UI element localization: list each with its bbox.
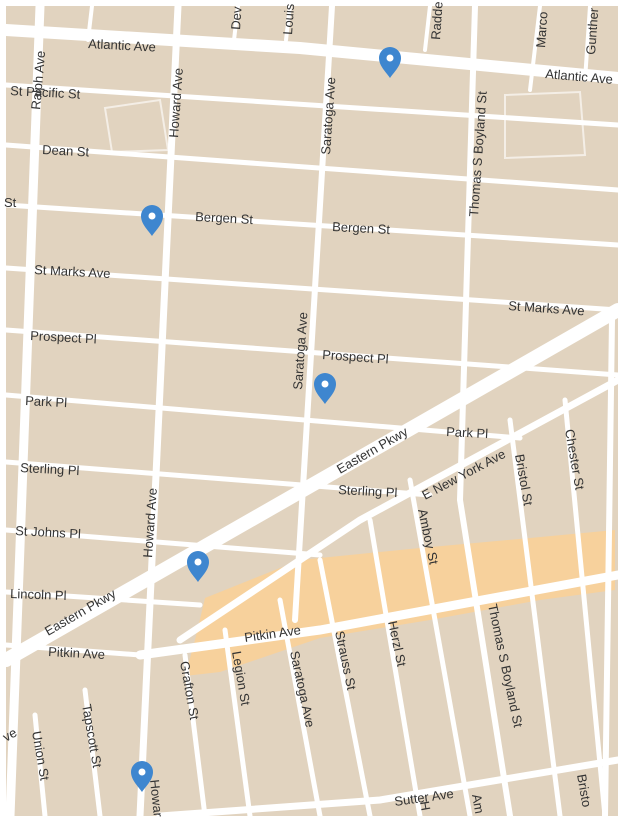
road-saratoga-ave xyxy=(292,3,335,623)
label-sterling-pl-w: Sterling Pl xyxy=(20,460,80,478)
road-sterling-pl xyxy=(3,459,433,498)
label-st-marks-ave-e: St Marks Ave xyxy=(508,298,585,318)
label-prospect-pl-e: Prospect Pl xyxy=(322,347,389,367)
road-st-johns-pl xyxy=(3,527,323,558)
label-howard-ave-mid: Howard Ave xyxy=(140,487,160,558)
label-howard-ave-s: Howar xyxy=(147,779,166,818)
label-herzl-st-s: H xyxy=(417,800,433,812)
pin-bergen[interactable] xyxy=(141,205,163,236)
label-bergen-st-w: Bergen St xyxy=(195,209,254,227)
map-pin-icon xyxy=(141,205,163,236)
pin-dot xyxy=(321,380,329,388)
label-pitkin-ave-w: Pitkin Ave xyxy=(48,644,106,662)
map-pin-icon xyxy=(379,47,401,78)
label-park-pl-w: Park Pl xyxy=(25,393,68,410)
label-saratoga-ave-n: Saratoga Ave xyxy=(318,77,338,156)
label-radde-fragment: Radde xyxy=(428,1,446,40)
label-marco-fragment: Marco xyxy=(533,11,550,48)
map-pins xyxy=(131,47,401,792)
park-outline-2 xyxy=(504,90,587,160)
road-thomas-boyland xyxy=(456,3,513,818)
road-park-pl xyxy=(3,392,523,441)
road-e-new-york-ave xyxy=(176,376,620,644)
road-short-1 xyxy=(86,4,94,42)
road-legion-st xyxy=(222,627,253,818)
label-saratoga-ave-mid: Saratoga Ave xyxy=(290,312,310,391)
label-park-pl-e: Park Pl xyxy=(446,424,489,441)
pin-howard-south[interactable] xyxy=(131,761,153,792)
road-radde xyxy=(423,4,432,52)
pin-saratoga-park[interactable] xyxy=(314,373,336,404)
map-pin-icon xyxy=(131,761,153,792)
road-herzl-st xyxy=(367,517,423,818)
road-bristol-st xyxy=(507,417,563,818)
label-ralph-ave: Ralph Ave xyxy=(28,50,48,110)
road-howard-ave xyxy=(136,2,182,818)
label-howard-ave-n: Howard Ave xyxy=(166,67,186,138)
pin-dot xyxy=(386,54,394,62)
road-marcon xyxy=(528,4,542,92)
label-atlantic-ave-w: Atlantic Ave xyxy=(88,36,156,55)
road-sutter-ave xyxy=(156,756,620,818)
label-atlantic-ave-e: Atlantic Ave xyxy=(545,66,614,87)
road-atlantic-ave xyxy=(0,24,620,84)
label-st-marks-ave-w: St Marks Ave xyxy=(34,262,111,281)
road-union-st xyxy=(32,712,48,818)
label-gunther-fragment: Gunther xyxy=(583,7,601,56)
pin-dot xyxy=(138,768,146,776)
label-sterling-pl-e: Sterling Pl xyxy=(338,482,398,500)
label-loui-fragment: Louis xyxy=(280,3,297,36)
road-ralph-ave xyxy=(5,1,45,818)
road-pitkin-ave xyxy=(135,570,620,660)
road-dean-st xyxy=(3,142,620,193)
road-chester-st xyxy=(562,397,608,818)
road-east-edge xyxy=(602,317,615,818)
road-tapscott-st xyxy=(82,687,103,818)
label-amboy-st-s: Am xyxy=(469,793,487,815)
pin-atlantic[interactable] xyxy=(379,47,401,78)
map-pin-icon xyxy=(314,373,336,404)
pin-eastern-pkwy[interactable] xyxy=(187,551,209,582)
label-dean-st: Dean St xyxy=(42,142,90,159)
road-gunther xyxy=(583,4,592,82)
road-louis xyxy=(284,4,292,42)
road-saratoga-s xyxy=(277,597,323,818)
pin-dot xyxy=(194,558,202,566)
road-bergen-st xyxy=(3,202,620,248)
road-grafton-st xyxy=(182,652,208,818)
land-area xyxy=(6,6,618,816)
label-st-johns-pl: St Johns Pl xyxy=(15,523,82,541)
label-ave-fragment: ve xyxy=(0,725,19,745)
map-pin-icon xyxy=(187,551,209,582)
label-bergen-st-e: Bergen St xyxy=(332,219,391,237)
label-pacific-st: St Pacific St xyxy=(10,83,81,102)
label-dev-fragment: Dev xyxy=(228,6,245,31)
pin-dot xyxy=(148,212,156,220)
label-bristol-st-s: Bristo xyxy=(574,773,595,808)
road-amboy-st xyxy=(407,477,473,818)
label-st-fragment: St xyxy=(4,195,17,210)
label-prospect-pl-w: Prospect Pl xyxy=(30,328,97,346)
label-lincoln-pl: Lincoln Pl xyxy=(10,586,67,603)
road-pacific-st xyxy=(3,82,620,128)
road-strauss-st xyxy=(317,557,373,818)
road-eastern-pkwy xyxy=(0,303,620,667)
road-dev xyxy=(232,4,240,42)
